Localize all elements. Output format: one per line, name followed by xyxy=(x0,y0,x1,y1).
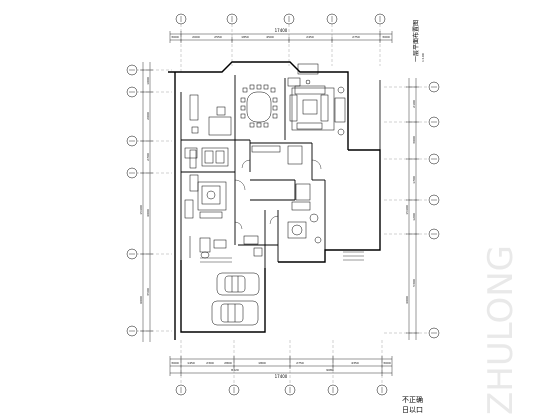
axis-lines-horizontal xyxy=(136,69,430,334)
dim-top-seg: 1850 xyxy=(241,35,249,39)
steps-icon xyxy=(200,251,364,263)
dim-top-seg: 4500 xyxy=(266,35,274,39)
bedroom-furniture-icon xyxy=(184,147,229,167)
dim-bottom-total: 17400 xyxy=(275,374,288,379)
axis-bubbles-top xyxy=(175,13,386,25)
door-swing-icons xyxy=(234,159,322,230)
dining-table-icon xyxy=(240,84,278,128)
study-desk-icon xyxy=(189,94,232,136)
interior-walls xyxy=(180,75,326,268)
garage-car-2-icon xyxy=(211,300,259,326)
exterior-walls xyxy=(168,61,381,340)
axis-bubble-marks xyxy=(129,16,437,393)
dim-top-total: 17400 xyxy=(275,28,288,33)
kitchen-counter-icon xyxy=(251,145,311,211)
garage-car-1-icon xyxy=(216,272,260,296)
living-room-sofa-set-icon xyxy=(289,85,346,136)
dim-right-seg: 5300 xyxy=(412,279,416,287)
dim-bottom-sub: 8320 xyxy=(231,368,239,372)
wardrobe-icon xyxy=(189,149,199,192)
dim-top-seg: 2750 xyxy=(352,35,360,39)
lounge-sofa-icon xyxy=(184,181,227,219)
dim-right-seg: 1200 xyxy=(412,213,416,221)
dim-right-seg: 2100 xyxy=(412,100,416,108)
axis-bubbles-right xyxy=(428,81,440,339)
dim-top-left-outer: 3000 xyxy=(171,35,179,39)
dim-bottom-seg: 1450 xyxy=(187,361,195,365)
dim-bottom-seg: 2800 xyxy=(224,361,232,365)
dim-left-outer: 6000 xyxy=(139,296,143,304)
dim-left-seg: 2700 xyxy=(146,153,150,161)
axis-lines-vertical xyxy=(180,24,383,385)
axis-bubbles-left xyxy=(126,64,138,337)
drawing-title: 一层平面布置图 xyxy=(412,20,420,62)
dim-left-seg: 2000 xyxy=(146,112,150,120)
caption-line-1: 不正确 xyxy=(402,395,423,404)
dim-bottom-left-outer: 3000 xyxy=(171,361,179,365)
dim-top-seg: 2450 xyxy=(306,35,314,39)
dimension-lines-top xyxy=(169,31,393,43)
dim-bottom-sub: 9080 xyxy=(326,368,334,372)
dim-left-total: 15400 xyxy=(139,205,143,215)
dim-top-seg: 2000 xyxy=(192,35,200,39)
drawing-scale: 1:100 xyxy=(421,53,425,62)
dim-right-total: 15400 xyxy=(405,205,409,215)
dim-left-seg: 4000 xyxy=(146,209,150,217)
tea-room-table-icon xyxy=(287,213,322,244)
dim-bottom-seg: 4350 xyxy=(351,361,359,365)
dim-left-seg: 1000 xyxy=(146,77,150,85)
dim-right-outer: 4000 xyxy=(405,296,409,304)
dim-bottom-seg: 1800 xyxy=(258,361,266,365)
dim-bottom-seg: 2300 xyxy=(206,361,214,365)
dim-right-seg: 1700 xyxy=(412,176,416,184)
dim-bottom-seg: 2750 xyxy=(296,361,304,365)
bathroom-fixtures-icon xyxy=(189,235,263,259)
dim-bottom-right-outer: 3000 xyxy=(383,361,391,365)
dim-top-seg: 2550 xyxy=(214,35,222,39)
dim-right-seg: 3000 xyxy=(412,136,416,144)
entrance-planters-icon xyxy=(287,63,319,87)
dimension-lines-bottom xyxy=(169,356,393,376)
dimension-lines-right xyxy=(406,78,419,340)
caption-line-2: 日以口 xyxy=(402,406,423,414)
dim-top-right-outer: 3000 xyxy=(382,35,390,39)
dim-left-seg: 3500 xyxy=(146,288,150,296)
dimension-lines-left xyxy=(140,62,153,342)
watermark-logo: ZHULONG xyxy=(481,245,521,415)
axis-bubbles-bottom xyxy=(175,384,388,396)
